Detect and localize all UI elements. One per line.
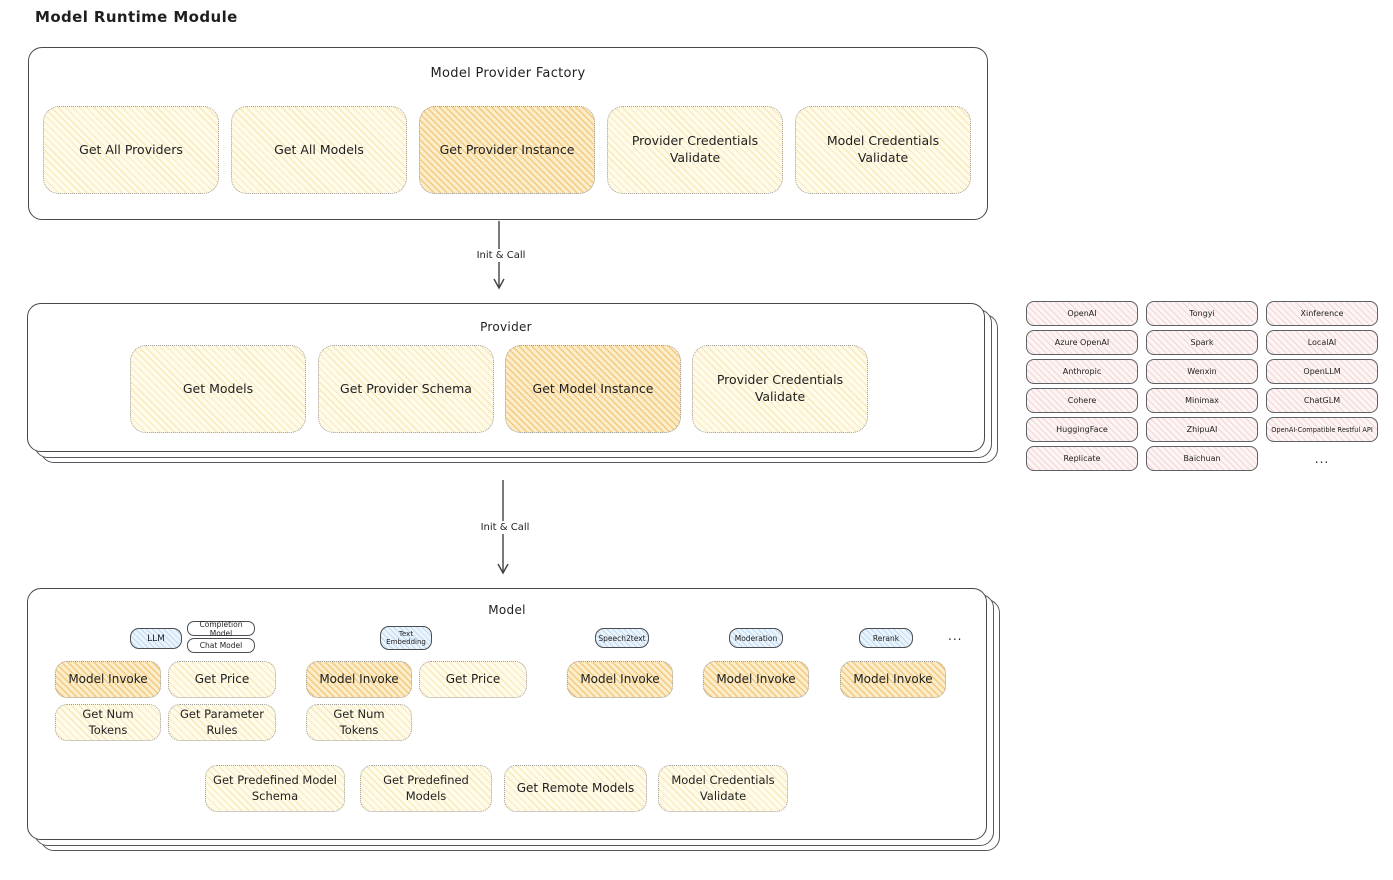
tabs-more-ellipsis: ... bbox=[948, 629, 963, 643]
provider-title: Provider bbox=[480, 320, 532, 334]
page-title: Model Runtime Module bbox=[35, 8, 238, 26]
btn-llm-get-num-tokens: Get Num Tokens bbox=[55, 704, 161, 741]
factory-btn-get-all-providers: Get All Providers bbox=[43, 106, 219, 194]
factory-title: Model Provider Factory bbox=[430, 66, 586, 81]
factory-btn-provider-credentials-validate: Provider Credentials Validate bbox=[607, 106, 783, 194]
tab-completion-model: Completion Model bbox=[187, 620, 255, 638]
btn-embedding-get-price: Get Price bbox=[419, 661, 527, 698]
btn-llm-get-price: Get Price bbox=[168, 661, 276, 698]
provider-chip-openai-compatible-restful-api: OpenAI-Compatible Restful API bbox=[1266, 417, 1378, 442]
tab-chat-model: Chat Model bbox=[187, 638, 255, 653]
factory-btn-get-all-models: Get All Models bbox=[231, 106, 407, 194]
init-call-label-2: Init & Call bbox=[463, 521, 547, 534]
btn-llm-model-invoke: Model Invoke bbox=[55, 661, 161, 698]
factory-btn-get-provider-instance: Get Provider Instance bbox=[419, 106, 595, 194]
provider-chip-replicate: Replicate bbox=[1026, 446, 1138, 471]
btn-get-predefined-models: Get Predefined Models bbox=[360, 765, 492, 812]
provider-chip-openllm: OpenLLM bbox=[1266, 359, 1378, 384]
tab-moderation: Moderation bbox=[729, 628, 783, 648]
provider-chip-spark: Spark bbox=[1146, 330, 1258, 355]
tab-llm: LLM bbox=[130, 628, 182, 649]
btn-rerank-model-invoke: Model Invoke bbox=[840, 661, 946, 698]
provider-chip-tongyi: Tongyi bbox=[1146, 301, 1258, 326]
provider-btn-provider-credentials-validate: Provider Credentials Validate bbox=[692, 345, 868, 433]
provider-chip-cohere: Cohere bbox=[1026, 388, 1138, 413]
provider-btn-get-models: Get Models bbox=[130, 345, 306, 433]
btn-model-credentials-validate: Model Credentials Validate bbox=[658, 765, 788, 812]
model-title: Model bbox=[488, 603, 526, 617]
btn-get-predefined-model-schema: Get Predefined Model Schema bbox=[205, 765, 345, 812]
provider-btn-get-model-instance: Get Model Instance bbox=[505, 345, 681, 433]
provider-btn-get-provider-schema: Get Provider Schema bbox=[318, 345, 494, 433]
provider-chip-chatglm: ChatGLM bbox=[1266, 388, 1378, 413]
provider-chip-anthropic: Anthropic bbox=[1026, 359, 1138, 384]
provider-chip-openai: OpenAI bbox=[1026, 301, 1138, 326]
btn-speech2text-model-invoke: Model Invoke bbox=[567, 661, 673, 698]
provider-chip-xinference: Xinference bbox=[1266, 301, 1378, 326]
provider-chip-huggingface: HuggingFace bbox=[1026, 417, 1138, 442]
provider-chip-baichuan: Baichuan bbox=[1146, 446, 1258, 471]
tab-speech2text: Speech2text bbox=[595, 628, 649, 648]
factory-btn-model-credentials-validate: Model Credentials Validate bbox=[795, 106, 971, 194]
btn-llm-get-parameter-rules: Get Parameter Rules bbox=[168, 704, 276, 741]
provider-chip-azure-openai: Azure OpenAI bbox=[1026, 330, 1138, 355]
btn-embedding-get-num-tokens: Get Num Tokens bbox=[306, 704, 412, 741]
tab-rerank: Rerank bbox=[859, 628, 913, 648]
provider-chip-minimax: Minimax bbox=[1146, 388, 1258, 413]
init-call-label-1: Init & Call bbox=[459, 249, 543, 262]
provider-chip-zhipuai: ZhipuAI bbox=[1146, 417, 1258, 442]
btn-embedding-model-invoke: Model Invoke bbox=[306, 661, 412, 698]
btn-get-remote-models: Get Remote Models bbox=[504, 765, 647, 812]
providers-grid: OpenAI Tongyi Xinference Azure OpenAI Sp… bbox=[1026, 301, 1378, 471]
tab-text-embedding: Text Embedding bbox=[380, 626, 432, 650]
providers-more-ellipsis: ... bbox=[1314, 451, 1330, 466]
btn-moderation-model-invoke: Model Invoke bbox=[703, 661, 809, 698]
provider-chip-localai: LocalAI bbox=[1266, 330, 1378, 355]
provider-chip-wenxin: Wenxin bbox=[1146, 359, 1258, 384]
